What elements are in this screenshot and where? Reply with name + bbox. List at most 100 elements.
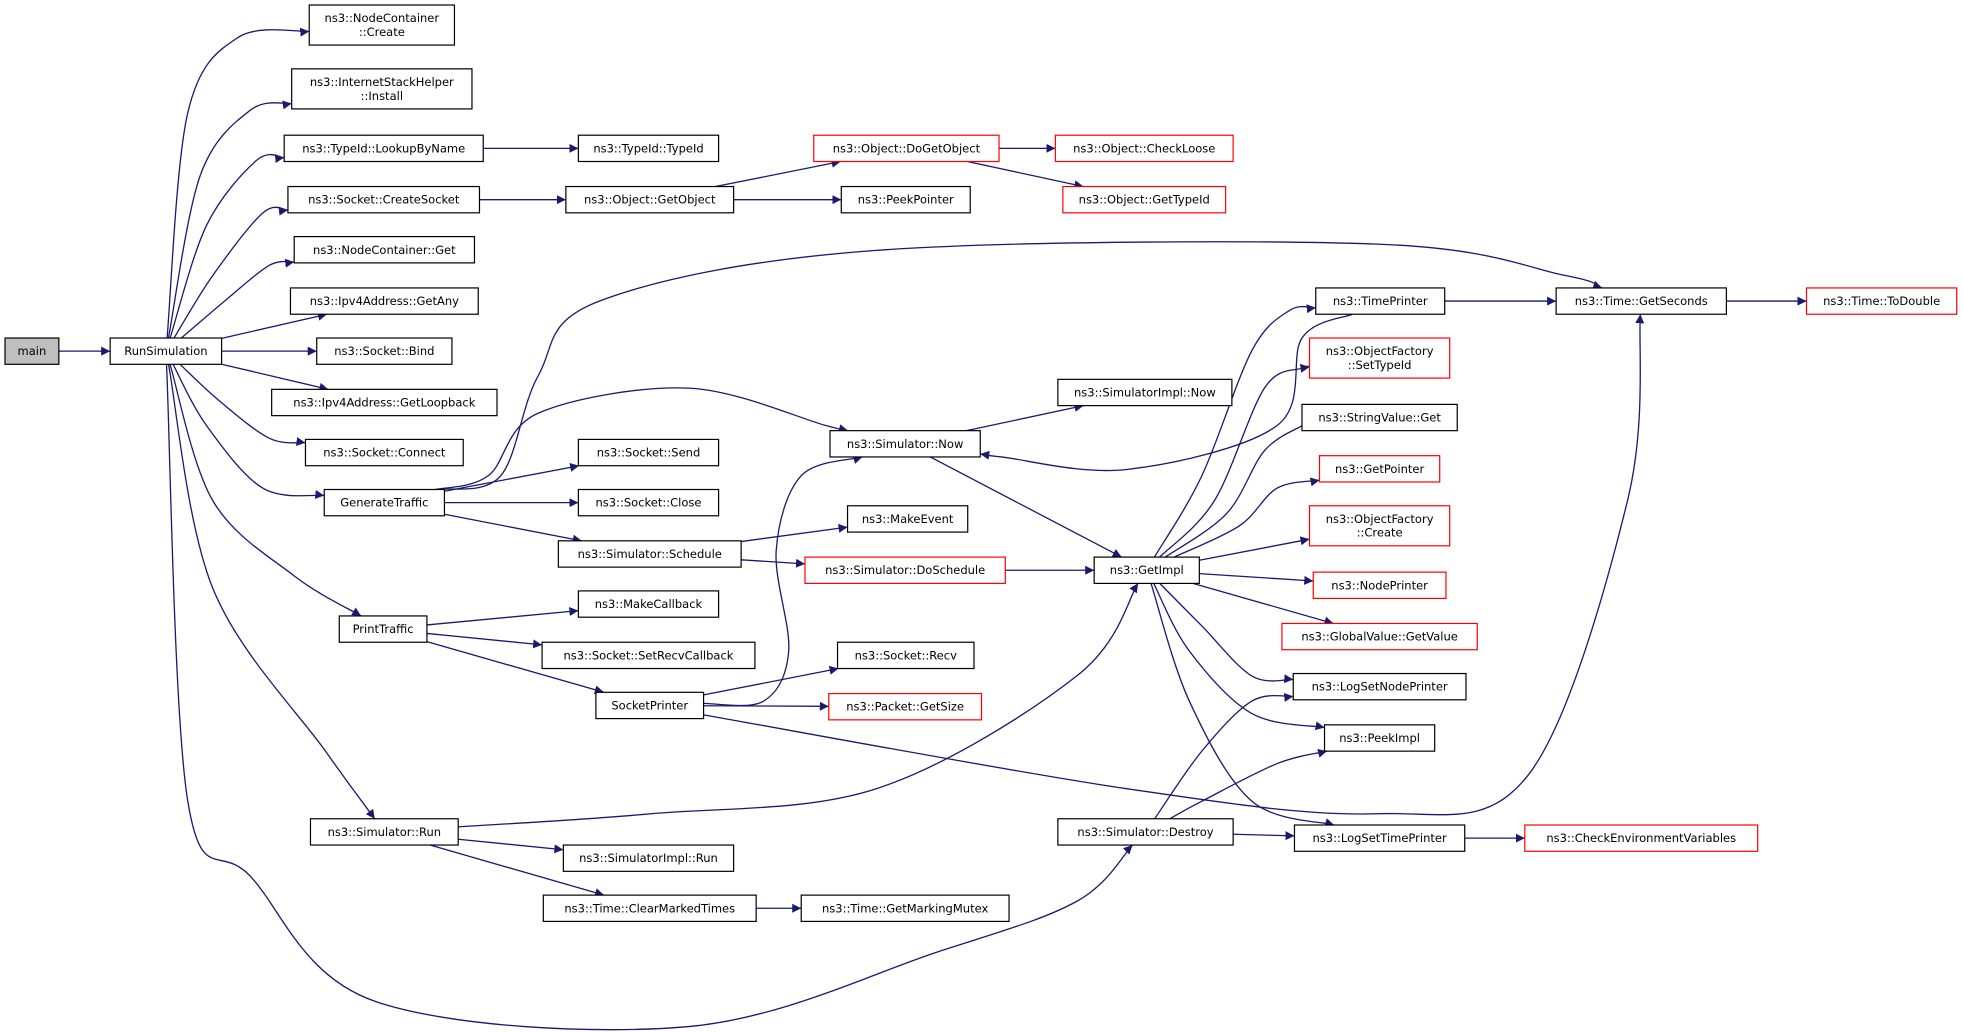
node-ObjectGetObject[interactable]: ns3::Object::GetObject — [565, 185, 735, 214]
node-box — [800, 894, 1010, 923]
node-SimulatorDestroy[interactable]: ns3::Simulator::Destroy — [1057, 818, 1234, 846]
node-PrintTraffic[interactable]: PrintTraffic — [338, 615, 428, 643]
node-label: ns3::TypeId::TypeId — [593, 141, 703, 155]
node-ObjectCheckLoose[interactable]: ns3::Object::CheckLoose — [1054, 134, 1234, 163]
node-SocketSend[interactable]: ns3::Socket::Send — [577, 438, 720, 467]
node-label: ns3::LogSetTimePrinter — [1313, 831, 1447, 845]
node-SimulatorDoSchedule[interactable]: ns3::Simulator::DoSchedule — [804, 556, 1006, 584]
node-RunSimulation[interactable]: RunSimulation — [109, 337, 223, 365]
node-box — [577, 134, 720, 163]
node-SocketRecv[interactable]: ns3::Socket::Recv — [836, 641, 975, 670]
node-SocketBind[interactable]: ns3::Socket::Bind — [316, 337, 453, 365]
node-box — [287, 185, 481, 214]
node-label: PrintTraffic — [353, 622, 414, 636]
node-SocketConnect[interactable]: ns3::Socket::Connect — [304, 438, 464, 467]
node-box — [1281, 622, 1478, 651]
edge-RunSimulation-to-SocketCreateSocket — [173, 206, 289, 339]
node-GetPointer[interactable]: ns3::GetPointer — [1318, 455, 1441, 483]
edge-SimulatorDestroy-to-LogSetNodePrinter — [1154, 692, 1294, 820]
node-SimulatorImplRun[interactable]: ns3::SimulatorImpl::Run — [562, 844, 735, 872]
node-box — [316, 337, 453, 365]
node-label: ns3::ObjectFactory — [1326, 344, 1434, 358]
node-box — [308, 4, 456, 46]
edge-SocketPrinter-to-PacketGetSize — [703, 701, 829, 711]
node-label: ::SetTypeId — [1348, 358, 1412, 372]
node-ObjectFactoryCreate[interactable]: ns3::ObjectFactory::Create — [1308, 505, 1451, 547]
node-label: ns3::NodeContainer — [325, 11, 440, 25]
node-box — [1318, 455, 1441, 483]
edge-RunSimulation-to-TypeIdLookupByName — [169, 153, 285, 339]
node-box — [829, 430, 981, 458]
node-NodeContainerCreate[interactable]: ns3::NodeContainer::Create — [308, 4, 456, 46]
node-box — [542, 894, 757, 923]
edge-GenerateTraffic-to-SocketSend — [444, 462, 580, 492]
node-box — [565, 185, 735, 214]
edge-RunSimulation-to-InternetStackHelperInstall — [167, 100, 292, 339]
node-label: ns3::GlobalValue::GetValue — [1301, 630, 1457, 644]
node-GenerateTraffic[interactable]: GenerateTraffic — [323, 488, 446, 517]
node-Ipv4AddressGetLoopback[interactable]: ns3::Ipv4Address::GetLoopback — [271, 388, 498, 417]
edge-GetImpl-to-ObjectFactorySetTypeId — [1159, 363, 1310, 558]
node-TimeGetSeconds[interactable]: ns3::Time::GetSeconds — [1555, 287, 1727, 315]
node-SimulatorRun[interactable]: ns3::Simulator::Run — [309, 818, 459, 846]
node-SimulatorImplNow[interactable]: ns3::SimulatorImpl::Now — [1057, 378, 1233, 407]
node-NodePrinter[interactable]: ns3::NodePrinter — [1312, 571, 1447, 600]
node-MakeCallback[interactable]: ns3::MakeCallback — [577, 590, 720, 618]
node-SimulatorSchedule[interactable]: ns3::Simulator::Schedule — [557, 540, 742, 568]
node-label: ns3::Socket::Bind — [334, 344, 434, 358]
node-MakeEvent[interactable]: ns3::MakeEvent — [846, 505, 969, 533]
node-StringValueGet[interactable]: ns3::StringValue::Get — [1301, 403, 1458, 432]
node-label: ns3::Time::GetMarkingMutex — [822, 901, 988, 915]
node-PacketGetSize[interactable]: ns3::Packet::GetSize — [828, 692, 983, 721]
node-PeekPointer[interactable]: ns3::PeekPointer — [840, 185, 971, 214]
edge-RunSimulation-to-NodeContainerGet — [180, 258, 295, 339]
node-label: ns3::Socket::SetRecvCallback — [564, 648, 734, 662]
node-box — [1057, 818, 1234, 846]
node-PeekImpl[interactable]: ns3::PeekImpl — [1323, 724, 1436, 752]
edge-TimePrinter-to-SimulatorNow — [980, 313, 1353, 472]
node-box — [1308, 337, 1451, 379]
node-box — [4, 337, 60, 365]
node-box — [813, 134, 1000, 163]
node-GlobalValueGetValue[interactable]: ns3::GlobalValue::GetValue — [1281, 622, 1478, 651]
node-CheckEnvironmentVariables[interactable]: ns3::CheckEnvironmentVariables — [1524, 824, 1759, 852]
node-TimeToDouble[interactable]: ns3::Time::ToDouble — [1805, 287, 1958, 315]
node-GetImpl[interactable]: ns3::GetImpl — [1093, 556, 1200, 584]
edge-RunSimulation-to-Ipv4AddressGetLoopback — [221, 363, 329, 392]
node-label: ::Create — [1357, 526, 1403, 540]
node-ObjectDoGetObject[interactable]: ns3::Object::DoGetObject — [813, 134, 1000, 163]
node-TimeClearMarkedTimes[interactable]: ns3::Time::ClearMarkedTimes — [542, 894, 757, 923]
node-SocketClose[interactable]: ns3::Socket::Close — [577, 488, 720, 517]
edge-SimulatorDestroy-to-LogSetTimePrinter — [1233, 831, 1295, 841]
node-LogSetNodePrinter[interactable]: ns3::LogSetNodePrinter — [1292, 672, 1467, 701]
node-label: ns3::MakeEvent — [862, 512, 954, 526]
node-label: GenerateTraffic — [340, 496, 428, 510]
node-ObjectGetTypeId[interactable]: ns3::Object::GetTypeId — [1062, 185, 1227, 214]
node-label: ns3::Time::ClearMarkedTimes — [564, 901, 735, 915]
node-Ipv4AddressGetAny[interactable]: ns3::Ipv4Address::GetAny — [289, 287, 479, 315]
node-TimePrinter[interactable]: ns3::TimePrinter — [1315, 287, 1446, 315]
node-TypeIdTypeId[interactable]: ns3::TypeId::TypeId — [577, 134, 720, 163]
node-SocketPrinter[interactable]: SocketPrinter — [595, 691, 705, 720]
node-label: ns3::Socket::Recv — [855, 648, 957, 662]
node-label: ns3::GetPointer — [1335, 462, 1424, 476]
node-box — [1315, 287, 1446, 315]
node-InternetStackHelperInstall[interactable]: ns3::InternetStackHelper::Install — [291, 68, 473, 110]
node-main[interactable]: main — [4, 337, 60, 365]
node-TypeIdLookupByName[interactable]: ns3::TypeId::LookupByName — [283, 134, 484, 163]
node-SimulatorNow[interactable]: ns3::Simulator::Now — [829, 430, 981, 458]
node-TimeGetMarkingMutex[interactable]: ns3::Time::GetMarkingMutex — [800, 894, 1010, 923]
node-LogSetTimePrinter[interactable]: ns3::LogSetTimePrinter — [1293, 824, 1466, 852]
edge-SimulatorDestroy-to-PeekImpl — [1169, 748, 1328, 820]
node-box — [293, 236, 476, 264]
edges-layer — [58, 27, 1807, 1031]
node-SocketCreateSocket[interactable]: ns3::Socket::CreateSocket — [287, 185, 481, 214]
node-SocketSetRecvCallback[interactable]: ns3::Socket::SetRecvCallback — [541, 641, 756, 670]
node-ObjectFactorySetTypeId[interactable]: ns3::ObjectFactory::SetTypeId — [1308, 337, 1451, 379]
edge-SimulatorNow-to-GetImpl — [929, 456, 1122, 558]
node-box — [291, 68, 473, 110]
node-label: ns3::GetImpl — [1110, 563, 1184, 577]
node-NodeContainerGet[interactable]: ns3::NodeContainer::Get — [293, 236, 476, 264]
node-label: ::Create — [359, 25, 405, 39]
